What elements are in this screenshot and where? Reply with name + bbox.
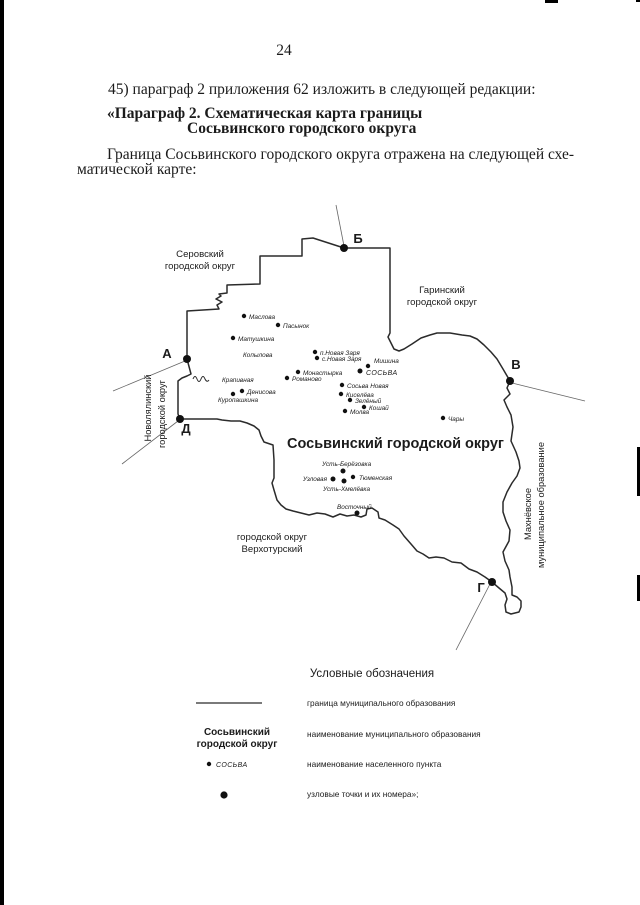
settlement-dot <box>314 355 320 361</box>
region-verkhotursky-line1: городской округ <box>237 532 308 543</box>
settlement-label: Восточный <box>337 503 372 511</box>
scan-mark-top-right <box>636 0 640 2</box>
node-label-b: Б <box>353 231 362 246</box>
page-number: 24 <box>276 42 292 59</box>
settlement-dot <box>275 322 281 328</box>
settlement-label: Матушкина <box>238 336 275 343</box>
leader-node-d <box>121 420 179 465</box>
settlement-dot <box>347 397 353 403</box>
settlement-dot <box>312 349 318 355</box>
settlement-dot <box>295 369 301 375</box>
settlement-dot <box>354 510 360 516</box>
region-novolyalinsky-line2: городской округ <box>157 379 167 448</box>
node-label-g: Г <box>477 580 485 595</box>
region-makhnevskoe-line1: Махнёвское <box>523 488 533 540</box>
settlement-dot <box>361 404 367 410</box>
settlement-label: Маслова <box>249 314 275 321</box>
body-line-2: матической карте: <box>77 161 197 178</box>
node-leader-lines <box>112 204 586 651</box>
region-serovsky-line2: городской округ <box>165 261 236 272</box>
region-verkhotursky-line2: Верхотурский <box>241 544 302 555</box>
region-novolyalinsky-line1: Новолялинский <box>143 375 153 442</box>
settlement-label: с.Новая Заря <box>322 356 362 363</box>
settlement-label: п.Новая Заря <box>320 350 360 357</box>
region-garinsky-line1: Гаринский <box>419 285 465 296</box>
settlement-dot <box>330 476 336 482</box>
settlement-label: Тюменская <box>359 475 393 482</box>
node-dot-b <box>340 244 348 252</box>
scan-mark-top <box>545 0 558 3</box>
legend-settlement-dot-symbol <box>206 761 212 767</box>
settlement-dot <box>340 468 346 474</box>
node-dot-v <box>506 377 514 385</box>
node-dot-d <box>176 415 184 423</box>
settlement-dot <box>440 415 446 421</box>
map-district-title: Сосьвинский городской округ <box>287 436 504 452</box>
settlement-dot <box>338 391 344 397</box>
node-label-a: А <box>162 346 172 361</box>
leader-node-g <box>455 583 491 651</box>
settlement-dot <box>341 478 347 484</box>
settlement-label: Усть-Хмелёвка <box>322 486 370 493</box>
intro-paragraph: 45) параграф 2 приложения 62 изложить в … <box>108 81 536 98</box>
legend-settlement-symbol: СОСЬВА <box>216 762 248 769</box>
settlement-dot <box>365 363 371 369</box>
settlement-dot <box>239 388 245 394</box>
settlement-dot <box>342 408 348 414</box>
settlement-dot <box>357 368 363 374</box>
settlement-label: Куропашкина <box>218 397 258 404</box>
settlement-dot <box>241 313 247 319</box>
municipal-boundary-line <box>177 237 522 615</box>
settlement-label: Крапивная <box>222 377 254 384</box>
settlement-label: Молва <box>350 409 370 416</box>
node-label-d: Д <box>181 421 191 436</box>
legend-title: Условные обозначения <box>310 668 434 680</box>
legend-item-label: граница муниципального образования <box>307 698 455 708</box>
legend-district-symbol-line2: городской округ <box>197 739 278 750</box>
settlement-label: Копылова <box>243 352 273 359</box>
node-points <box>176 244 514 586</box>
settlement-dot <box>230 335 236 341</box>
region-serovsky-line1: Серовский <box>176 249 224 260</box>
legend-district-symbol-line1: Сосьвинский <box>204 727 270 738</box>
settlement-label: Денисова <box>246 389 276 396</box>
heading-line-1: «Параграф 2. Схематическая карта границы <box>107 105 423 122</box>
settlement-dot <box>230 391 236 397</box>
settlement-dot <box>284 375 290 381</box>
settlement-label: Монастырка <box>303 370 343 377</box>
settlement-label: Романово <box>292 376 322 383</box>
boundary-squiggle-detail <box>192 376 210 382</box>
legend-item-label: наименование муниципального образования <box>307 729 481 739</box>
heading-line-2: Сосьвинского городского округа <box>187 120 417 137</box>
settlement-dot <box>350 474 356 480</box>
settlement-dots <box>230 313 446 516</box>
node-dot-g <box>488 578 496 586</box>
legend-item-label: узловые точки и их номера»; <box>307 789 418 799</box>
settlement-label: СОСЬВА <box>366 370 398 377</box>
settlement-label: Усть-Берёзовка <box>321 461 372 468</box>
legend-item-label: наименование населенного пункта <box>307 759 442 769</box>
settlement-dot <box>339 382 345 388</box>
scan-mark-right-1 <box>637 447 640 496</box>
settlement-label: Сосьва Новая <box>347 383 389 390</box>
settlement-label: Чары <box>448 416 464 423</box>
region-makhnevskoe-line2: муниципальное образование <box>536 442 546 568</box>
leader-node-b <box>335 204 345 247</box>
scan-edge-left <box>0 0 4 905</box>
node-label-v: В <box>511 357 520 372</box>
scan-mark-right-2 <box>637 575 640 601</box>
settlement-label: Киселёва <box>346 392 374 399</box>
legend-node-dot-symbol <box>220 791 228 799</box>
settlement-label: Узловая <box>302 476 328 483</box>
node-dot-a <box>183 355 191 363</box>
settlement-label: Пасынок <box>283 323 310 330</box>
region-garinsky-line2: городской округ <box>407 297 478 308</box>
leader-node-a <box>112 360 186 392</box>
settlement-label: Кошай <box>369 404 389 412</box>
settlement-label: Зелёный <box>355 397 382 405</box>
body-line-1: Граница Сосьвинского городского округа о… <box>107 146 575 163</box>
leader-node-v <box>511 382 586 402</box>
settlement-label: Мишина <box>374 358 399 365</box>
